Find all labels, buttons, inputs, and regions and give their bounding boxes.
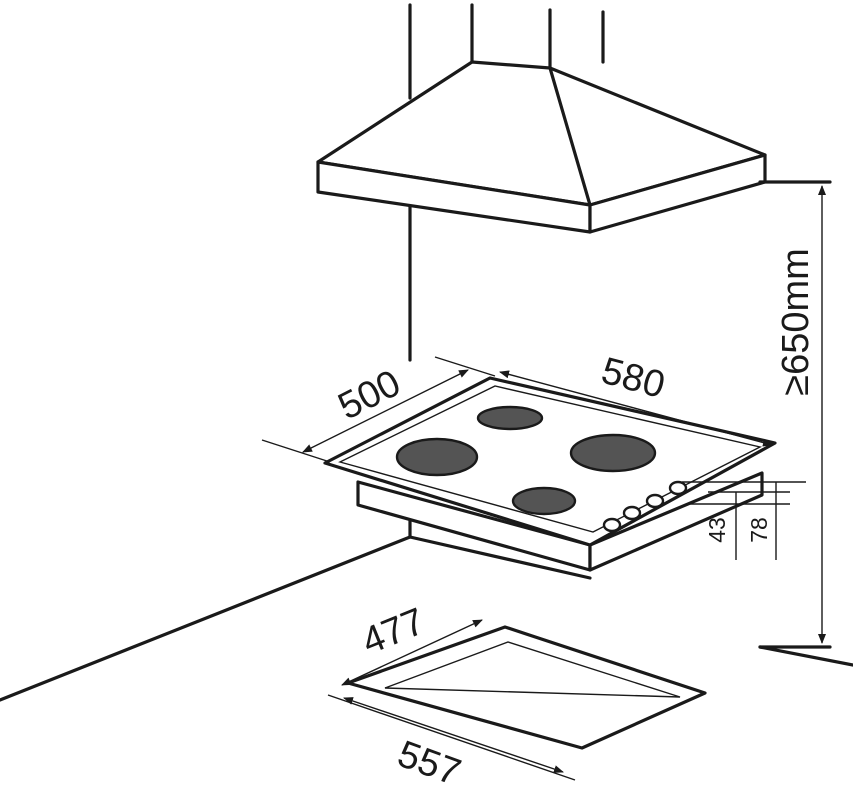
hob-width-label: 580 bbox=[597, 350, 669, 407]
burner-front bbox=[511, 486, 577, 516]
room-lines bbox=[0, 203, 853, 702]
burner-right bbox=[569, 433, 657, 473]
control-knob bbox=[645, 493, 665, 509]
control-knob bbox=[602, 517, 622, 533]
cutout-depth-label: 477 bbox=[356, 601, 431, 664]
cutout-width-label: 557 bbox=[392, 733, 466, 794]
hob-dimension-lines bbox=[261, 356, 806, 560]
hob-thickness-label: 43 bbox=[704, 517, 730, 543]
control-knob bbox=[622, 505, 642, 521]
clearance-label: ≥650mm bbox=[775, 248, 817, 396]
burner-rear bbox=[476, 405, 544, 431]
burner-left bbox=[395, 437, 479, 477]
control-knob bbox=[668, 480, 688, 496]
hob-depth-label: 500 bbox=[332, 362, 408, 428]
cooker-hood bbox=[316, 3, 767, 234]
total-height-label: 78 bbox=[746, 517, 772, 543]
clearance-dimension-lines bbox=[758, 180, 832, 649]
worktop-cutout bbox=[327, 619, 707, 781]
